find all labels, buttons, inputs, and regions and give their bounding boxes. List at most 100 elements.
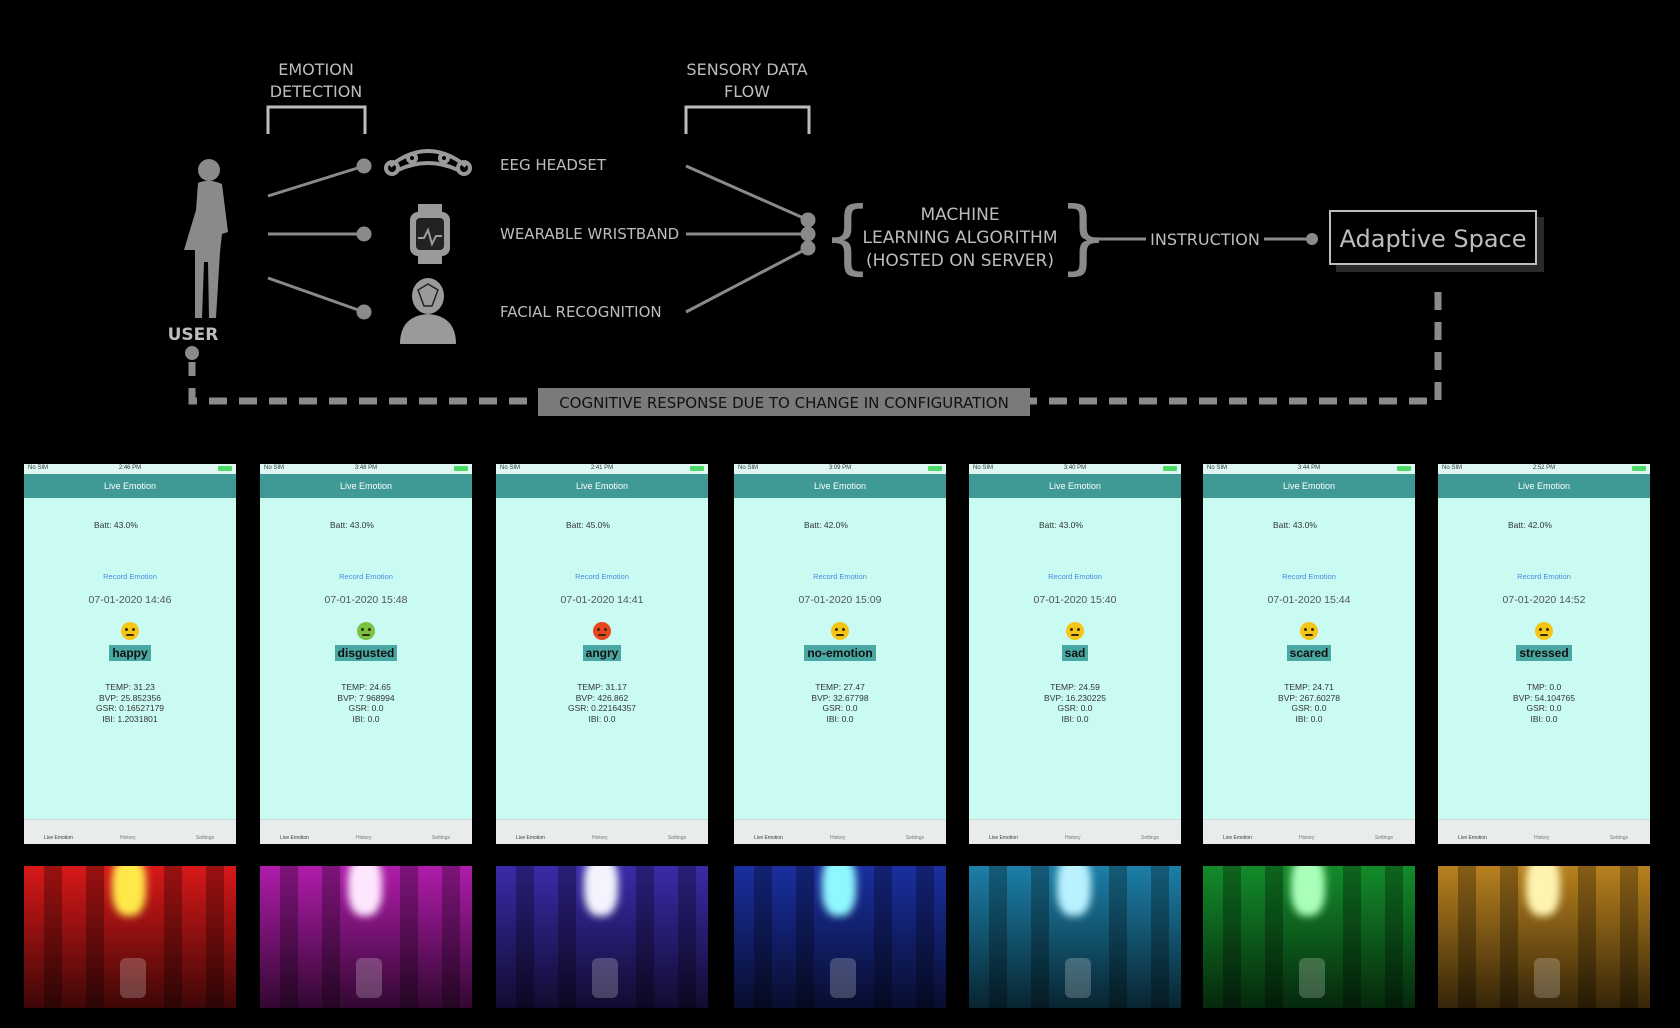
- status-time: 2:46 PM: [118, 465, 142, 471]
- emotion-detection-header-1: EMOTION: [278, 60, 354, 79]
- garment-fold: [678, 866, 696, 1008]
- tab-live-emotion[interactable]: Live Emotion: [280, 835, 309, 841]
- lighting-photo-sad: [969, 866, 1181, 1008]
- feedback-label-box: [538, 388, 1030, 416]
- tab-history[interactable]: History: [830, 835, 846, 841]
- tab-settings[interactable]: Settings: [667, 835, 686, 841]
- tab-history[interactable]: History: [592, 835, 608, 841]
- battery-icon: [690, 466, 704, 471]
- sensor-reading: BVP: 16.230225: [1044, 692, 1106, 703]
- carrier-label: No SIM: [1207, 465, 1228, 471]
- garment: [830, 958, 856, 998]
- light-glow: [584, 866, 618, 916]
- garment: [1299, 958, 1325, 998]
- tab-settings[interactable]: Settings: [431, 835, 450, 841]
- garment-fold: [1265, 866, 1283, 1008]
- tab-settings[interactable]: Settings: [1374, 835, 1393, 841]
- garment: [1534, 958, 1560, 998]
- tab-history[interactable]: History: [356, 835, 372, 841]
- tab-live-emotion[interactable]: Live Emotion: [1458, 835, 1487, 841]
- garment-fold: [1458, 866, 1476, 1008]
- record-emotion-link[interactable]: Record Emotion: [103, 572, 157, 581]
- app-screen-scared: No SIM 3:44 PM Live Emotion Batt: 43.0% …: [1203, 464, 1415, 844]
- garment-fold: [1109, 866, 1127, 1008]
- tab-settings[interactable]: Settings: [905, 835, 924, 841]
- garment-fold: [874, 866, 892, 1008]
- tab-bar: Live Emotion History Settings: [496, 819, 708, 844]
- status-bar: No SIM 3:09 PM: [734, 464, 946, 474]
- emotion-label: scared: [1203, 644, 1415, 662]
- tab-history[interactable]: History: [1534, 835, 1550, 841]
- battery-icon: [1397, 466, 1411, 471]
- emotion-timestamp: 07-01-2020 14:41: [560, 594, 644, 606]
- tab-settings[interactable]: Settings: [195, 835, 214, 841]
- battery-level: Batt: 43.0%: [94, 520, 138, 530]
- record-emotion-link[interactable]: Record Emotion: [1048, 572, 1102, 581]
- device-label-facial: FACIAL RECOGNITION: [500, 303, 662, 321]
- garment-fold: [636, 866, 654, 1008]
- battery-level: Batt: 43.0%: [1039, 520, 1083, 530]
- tab-live-emotion[interactable]: Live Emotion: [1223, 835, 1252, 841]
- tab-bar: Live Emotion History Settings: [1203, 819, 1415, 844]
- emotion-label-text: no-emotion: [804, 645, 876, 661]
- carrier-label: No SIM: [264, 465, 285, 471]
- garment-fold: [44, 866, 62, 1008]
- garment-fold: [164, 866, 182, 1008]
- app-screen-sad: No SIM 3:40 PM Live Emotion Batt: 43.0% …: [969, 464, 1181, 844]
- tab-live-emotion[interactable]: Live Emotion: [754, 835, 783, 841]
- sensor-reading: BVP: 32.67798: [811, 692, 869, 703]
- sensor-reading: TEMP: 24.65: [341, 682, 391, 692]
- light-glow: [822, 866, 856, 916]
- battery-level: Batt: 42.0%: [804, 520, 848, 530]
- tab-settings[interactable]: Settings: [1140, 835, 1159, 841]
- smile-emoji-icon: [121, 622, 139, 640]
- garment-fold: [86, 866, 104, 1008]
- tab-history[interactable]: History: [120, 835, 136, 841]
- tab-live-emotion[interactable]: Live Emotion: [989, 835, 1018, 841]
- emotion-label: disgusted: [260, 644, 472, 662]
- ml-brace-right: }: [1058, 190, 1109, 283]
- sensor-reading: GSR: 0.0: [1526, 703, 1562, 713]
- carrier-label: No SIM: [28, 465, 49, 471]
- instruction-label: INSTRUCTION: [1150, 230, 1260, 249]
- light-glow: [1057, 866, 1091, 916]
- sensor-reading: TMP: 0.0: [1526, 682, 1562, 692]
- app-screen-disgusted: No SIM 3:48 PM Live Emotion Batt: 43.0% …: [260, 464, 472, 844]
- carrier-label: No SIM: [500, 465, 521, 471]
- battery-level: Batt: 43.0%: [330, 520, 374, 530]
- record-emotion-link[interactable]: Record Emotion: [813, 572, 867, 581]
- sensor-reading: IBI: 0.0: [826, 713, 854, 724]
- garment-fold: [916, 866, 934, 1008]
- device-label-wristband: WEARABLE WRISTBAND: [500, 225, 679, 243]
- nav-title: Live Emotion: [496, 474, 708, 498]
- tab-settings[interactable]: Settings: [1609, 835, 1628, 841]
- sensor-reading: GSR: 0.0: [1057, 703, 1093, 713]
- sensor-reading: GSR: 0.16527179: [95, 703, 165, 713]
- feedback-label: COGNITIVE RESPONSE DUE TO CHANGE IN CONF…: [559, 394, 1009, 412]
- battery-icon: [1163, 466, 1177, 471]
- ml-line-2: LEARNING ALGORITHM: [863, 228, 1058, 248]
- tab-history[interactable]: History: [1065, 835, 1081, 841]
- record-emotion-link[interactable]: Record Emotion: [1282, 572, 1336, 581]
- user-label: USER: [168, 325, 219, 345]
- tab-live-emotion[interactable]: Live Emotion: [44, 835, 73, 841]
- tab-live-emotion[interactable]: Live Emotion: [516, 835, 545, 841]
- record-emotion-link[interactable]: Record Emotion: [575, 572, 629, 581]
- system-diagram: EMOTION DETECTION SENSORY DATA FLOW USER: [168, 60, 1544, 416]
- lighting-photo-happy: [24, 866, 236, 1008]
- garment: [120, 958, 146, 998]
- tab-history[interactable]: History: [1299, 835, 1315, 841]
- record-emotion-link[interactable]: Record Emotion: [339, 572, 393, 581]
- carrier-label: No SIM: [738, 465, 759, 471]
- ml-line-3: (HOSTED ON SERVER): [866, 251, 1054, 271]
- record-emotion-link[interactable]: Record Emotion: [1517, 572, 1571, 581]
- emotion-label-text: stressed: [1516, 645, 1572, 661]
- nav-title: Live Emotion: [1203, 474, 1415, 498]
- app-screen-happy: No SIM 2:46 PM Live Emotion Batt: 43.0% …: [24, 464, 236, 844]
- adaptive-space-label: Adaptive Space: [1340, 225, 1527, 253]
- sensor-reading: TEMP: 24.71: [1284, 682, 1334, 692]
- emotion-timestamp: 07-01-2020 15:40: [1033, 594, 1117, 606]
- garment-fold: [1500, 866, 1518, 1008]
